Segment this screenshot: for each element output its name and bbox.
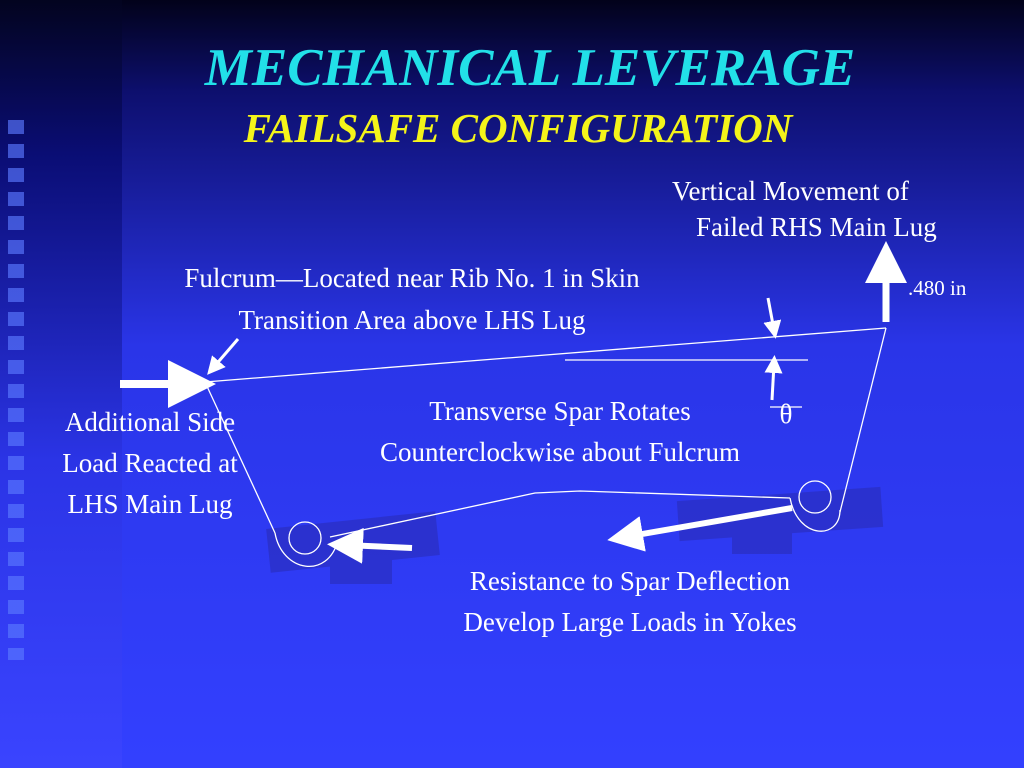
- fulcrum-pointer-arrow: [207, 338, 240, 375]
- spar-rotates-label-line1: Transverse Spar Rotates: [429, 396, 691, 426]
- rhs-yoke-load-arrow: [607, 505, 793, 552]
- vertical-movement-label-line1: Vertical Movement of: [672, 176, 909, 206]
- slide-title: MECHANICAL LEVERAGE: [204, 39, 856, 97]
- fulcrum-label-line2: Transition Area above LHS Lug: [238, 305, 586, 335]
- angle-theta-label: θ: [779, 399, 793, 429]
- side-load-label-line1: Additional Side: [64, 407, 236, 437]
- displacement-value: .480 in: [908, 276, 967, 300]
- displacement-down-arrow: [763, 297, 782, 339]
- spar-left-edge: [204, 381, 276, 534]
- arrows: [120, 241, 907, 564]
- slide-subtitle: FAILSAFE CONFIGURATION: [243, 105, 793, 151]
- resistance-label-line1: Resistance to Spar Deflection: [469, 566, 791, 596]
- decorative-squares-column: [8, 120, 24, 660]
- lhs-yoke-load-arrow: [327, 527, 413, 564]
- spar-right-edge: [839, 327, 887, 513]
- rhs-lug-outline: [789, 497, 841, 532]
- displacement-up-arrow: [764, 355, 783, 401]
- resistance-label-line2: Develop Large Loads in Yokes: [463, 607, 797, 637]
- vertical-movement-label-line2: Failed RHS Main Lug: [696, 212, 937, 242]
- spar-rotates-label-line2: Counterclockwise about Fulcrum: [380, 437, 740, 467]
- fulcrum-label-line1: Fulcrum—Located near Rib No. 1 in Skin: [184, 263, 640, 293]
- spar-bottom-edge: [329, 490, 791, 538]
- rhs-lug-pin: [798, 480, 832, 514]
- side-load-label-line3: LHS Main Lug: [67, 489, 233, 519]
- side-load-label-line2: Load Reacted at: [62, 448, 238, 478]
- lhs-lug-pin: [288, 521, 322, 555]
